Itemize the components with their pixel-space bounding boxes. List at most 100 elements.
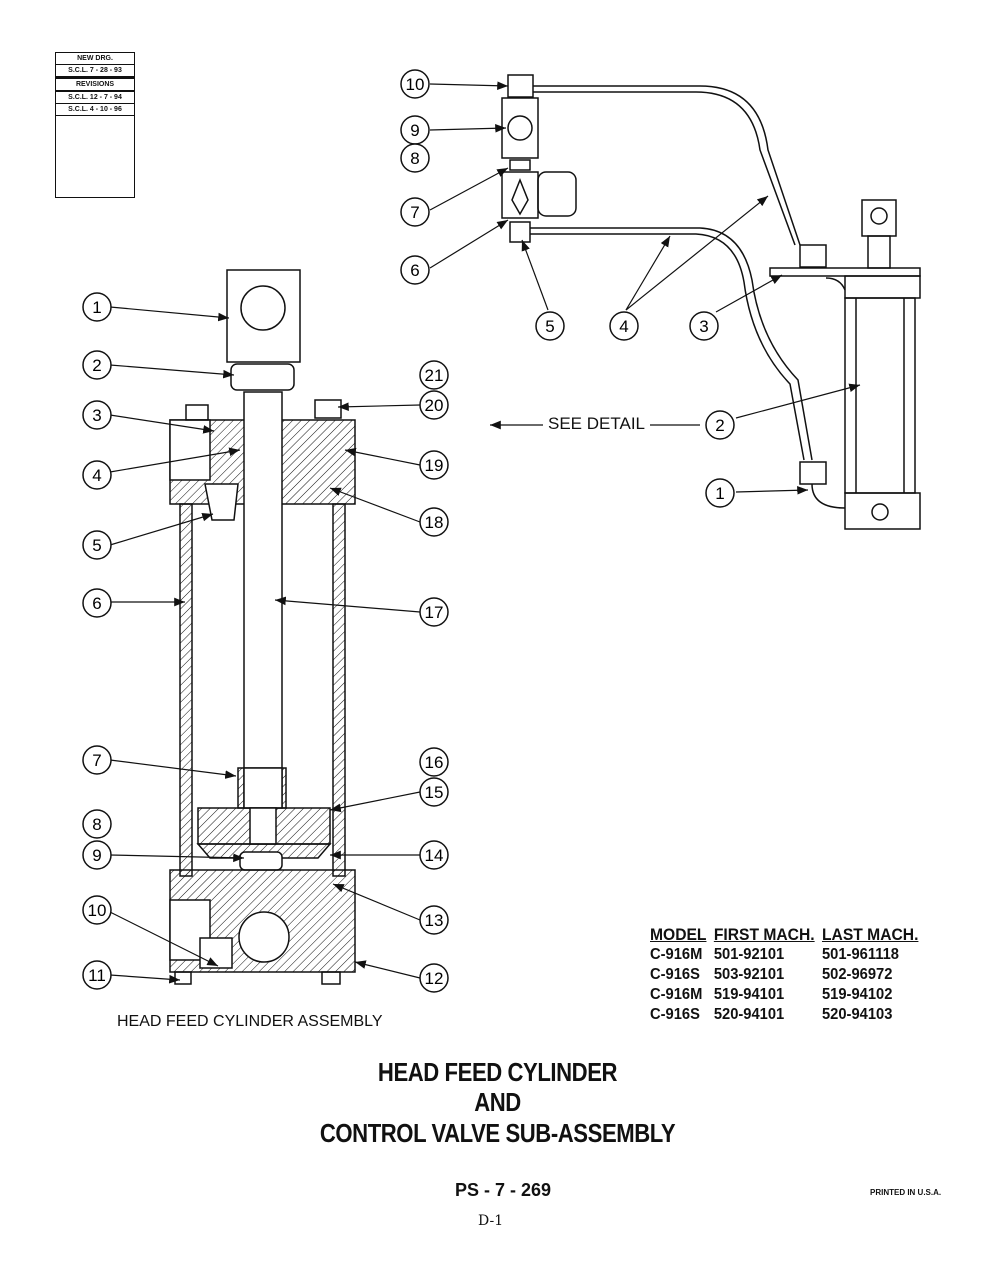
table-cell: 502-96972 — [821, 966, 893, 983]
nut-2 — [230, 363, 295, 391]
svg-text:15: 15 — [425, 783, 444, 802]
callout-right-21: 21 — [419, 360, 449, 390]
valve-port — [240, 285, 286, 331]
table-row: C-916M 519-94101 519-94102 — [650, 985, 926, 1005]
svg-text:1: 1 — [92, 298, 101, 317]
table-cell: C-916M — [650, 986, 703, 1003]
cylinder-valve — [861, 199, 897, 237]
revisions-label: REVISIONS — [56, 77, 134, 92]
barrel-right — [332, 503, 346, 877]
svg-text:6: 6 — [92, 594, 101, 613]
revision-block: NEW DRG. S.C.L. 7 - 28 - 93 REVISIONS S.… — [55, 52, 135, 198]
new-drawing-date: S.C.L. 7 - 28 - 93 — [56, 65, 134, 77]
callout-detail-10: 10 — [400, 69, 430, 99]
svg-text:3: 3 — [699, 317, 708, 336]
fitting-5-detail — [509, 221, 531, 243]
table-cell: C-916S — [650, 1006, 700, 1023]
callout-left-2: 2 — [82, 350, 112, 380]
tube-upper — [533, 85, 801, 246]
table-row: C-916S 503-92101 502-96972 — [650, 965, 926, 985]
callout-left-8: 8 — [82, 809, 112, 839]
bolt-top-left — [185, 404, 209, 421]
callout-right-16: 16 — [419, 747, 449, 777]
table-cell: C-916S — [650, 966, 700, 983]
svg-text:6: 6 — [410, 261, 419, 280]
table-cell: 501-961118 — [821, 946, 899, 963]
new-drawing-label: NEW DRG. — [56, 53, 134, 65]
sheet-number: D-1 — [478, 1213, 504, 1229]
barrel-left — [179, 503, 193, 877]
callout-right-19: 19 — [419, 450, 449, 480]
callout-detail-3: 3 — [689, 311, 719, 341]
model-table: MODEL FIRST MACH. LAST MACH. C-916M 501-… — [650, 925, 926, 1025]
valve-block — [226, 269, 301, 363]
title-line-2: AND — [474, 1087, 521, 1117]
svg-text:12: 12 — [425, 969, 444, 988]
table-row: C-916S 520-94101 520-94103 — [650, 1005, 926, 1025]
page-code: PS - 7 - 269 — [455, 1180, 552, 1200]
svg-text:7: 7 — [92, 751, 101, 770]
callout-left-11: 11 — [82, 960, 112, 990]
table-cell: 520-94101 — [713, 1006, 785, 1023]
svg-text:18: 18 — [425, 513, 444, 532]
table-cell: 503-92101 — [713, 966, 785, 983]
leaders-right — [274, 402, 421, 979]
leaders-left — [109, 306, 245, 984]
callout-right-17: 17 — [419, 597, 449, 627]
leaders-detail — [429, 81, 861, 495]
callout-right-15: 15 — [419, 777, 449, 807]
svg-text:9: 9 — [410, 121, 419, 140]
callout-detail-5: 5 — [535, 311, 565, 341]
callout-left-10: 10 — [82, 895, 112, 925]
callout-detail-6: 6 — [400, 255, 430, 285]
fitting-5 — [204, 483, 239, 521]
detail-view — [501, 74, 921, 530]
callout-right-14: 14 — [419, 840, 449, 870]
figure-caption: HEAD FEED CYLINDER ASSEMBLY — [117, 1013, 383, 1030]
callout-left-6: 6 — [82, 588, 112, 618]
table-cell: C-916M — [650, 946, 703, 963]
callout-left-3: 3 — [82, 400, 112, 430]
table-cell: 501-92101 — [713, 946, 785, 963]
table-cell: 519-94102 — [821, 986, 893, 1003]
column-header: LAST MACH. — [821, 925, 919, 944]
bolt-top-right — [314, 399, 342, 419]
cylinder-section — [169, 269, 356, 985]
svg-text:7: 7 — [410, 203, 419, 222]
callout-detail-2: 2 — [705, 410, 735, 440]
svg-text:3: 3 — [92, 406, 101, 425]
printed-in-usa: PRINTED IN U.S.A. — [870, 1188, 942, 1197]
column-header: FIRST MACH. — [713, 925, 815, 944]
svg-text:10: 10 — [88, 901, 107, 920]
piston-nut — [239, 851, 283, 871]
title-line-3: CONTROL VALVE SUB-ASSEMBLY — [319, 1118, 676, 1148]
svg-text:17: 17 — [425, 603, 444, 622]
svg-text:11: 11 — [88, 966, 106, 985]
callout-right-18: 18 — [419, 507, 449, 537]
table-row: C-916M 501-92101 501-961118 — [650, 945, 926, 965]
callout-detail-4: 4 — [609, 311, 639, 341]
callout-left-4: 4 — [82, 460, 112, 490]
callout-right-20: 20 — [419, 390, 449, 420]
table-header-row: MODEL FIRST MACH. LAST MACH. — [650, 925, 926, 945]
callout-detail-1: 1 — [705, 478, 735, 508]
svg-text:2: 2 — [715, 416, 724, 435]
title-line-1: HEAD FEED CYLINDER — [377, 1057, 618, 1087]
fitting-10 — [507, 74, 534, 98]
table-cell: 519-94101 — [713, 986, 785, 1003]
callout-detail-8: 8 — [400, 143, 430, 173]
column-header: MODEL — [650, 925, 707, 944]
svg-text:10: 10 — [406, 75, 425, 94]
svg-text:8: 8 — [410, 149, 419, 168]
svg-text:5: 5 — [545, 317, 554, 336]
svg-text:2: 2 — [92, 356, 101, 375]
piston-rod — [243, 391, 283, 808]
callout-right-12: 12 — [419, 963, 449, 993]
svg-text:21: 21 — [425, 366, 444, 385]
see-detail-label: SEE DETAIL — [548, 414, 645, 433]
tube-lower — [530, 227, 813, 461]
table-cell: 520-94103 — [821, 1006, 893, 1023]
svg-text:14: 14 — [425, 846, 444, 865]
svg-text:5: 5 — [92, 536, 101, 555]
